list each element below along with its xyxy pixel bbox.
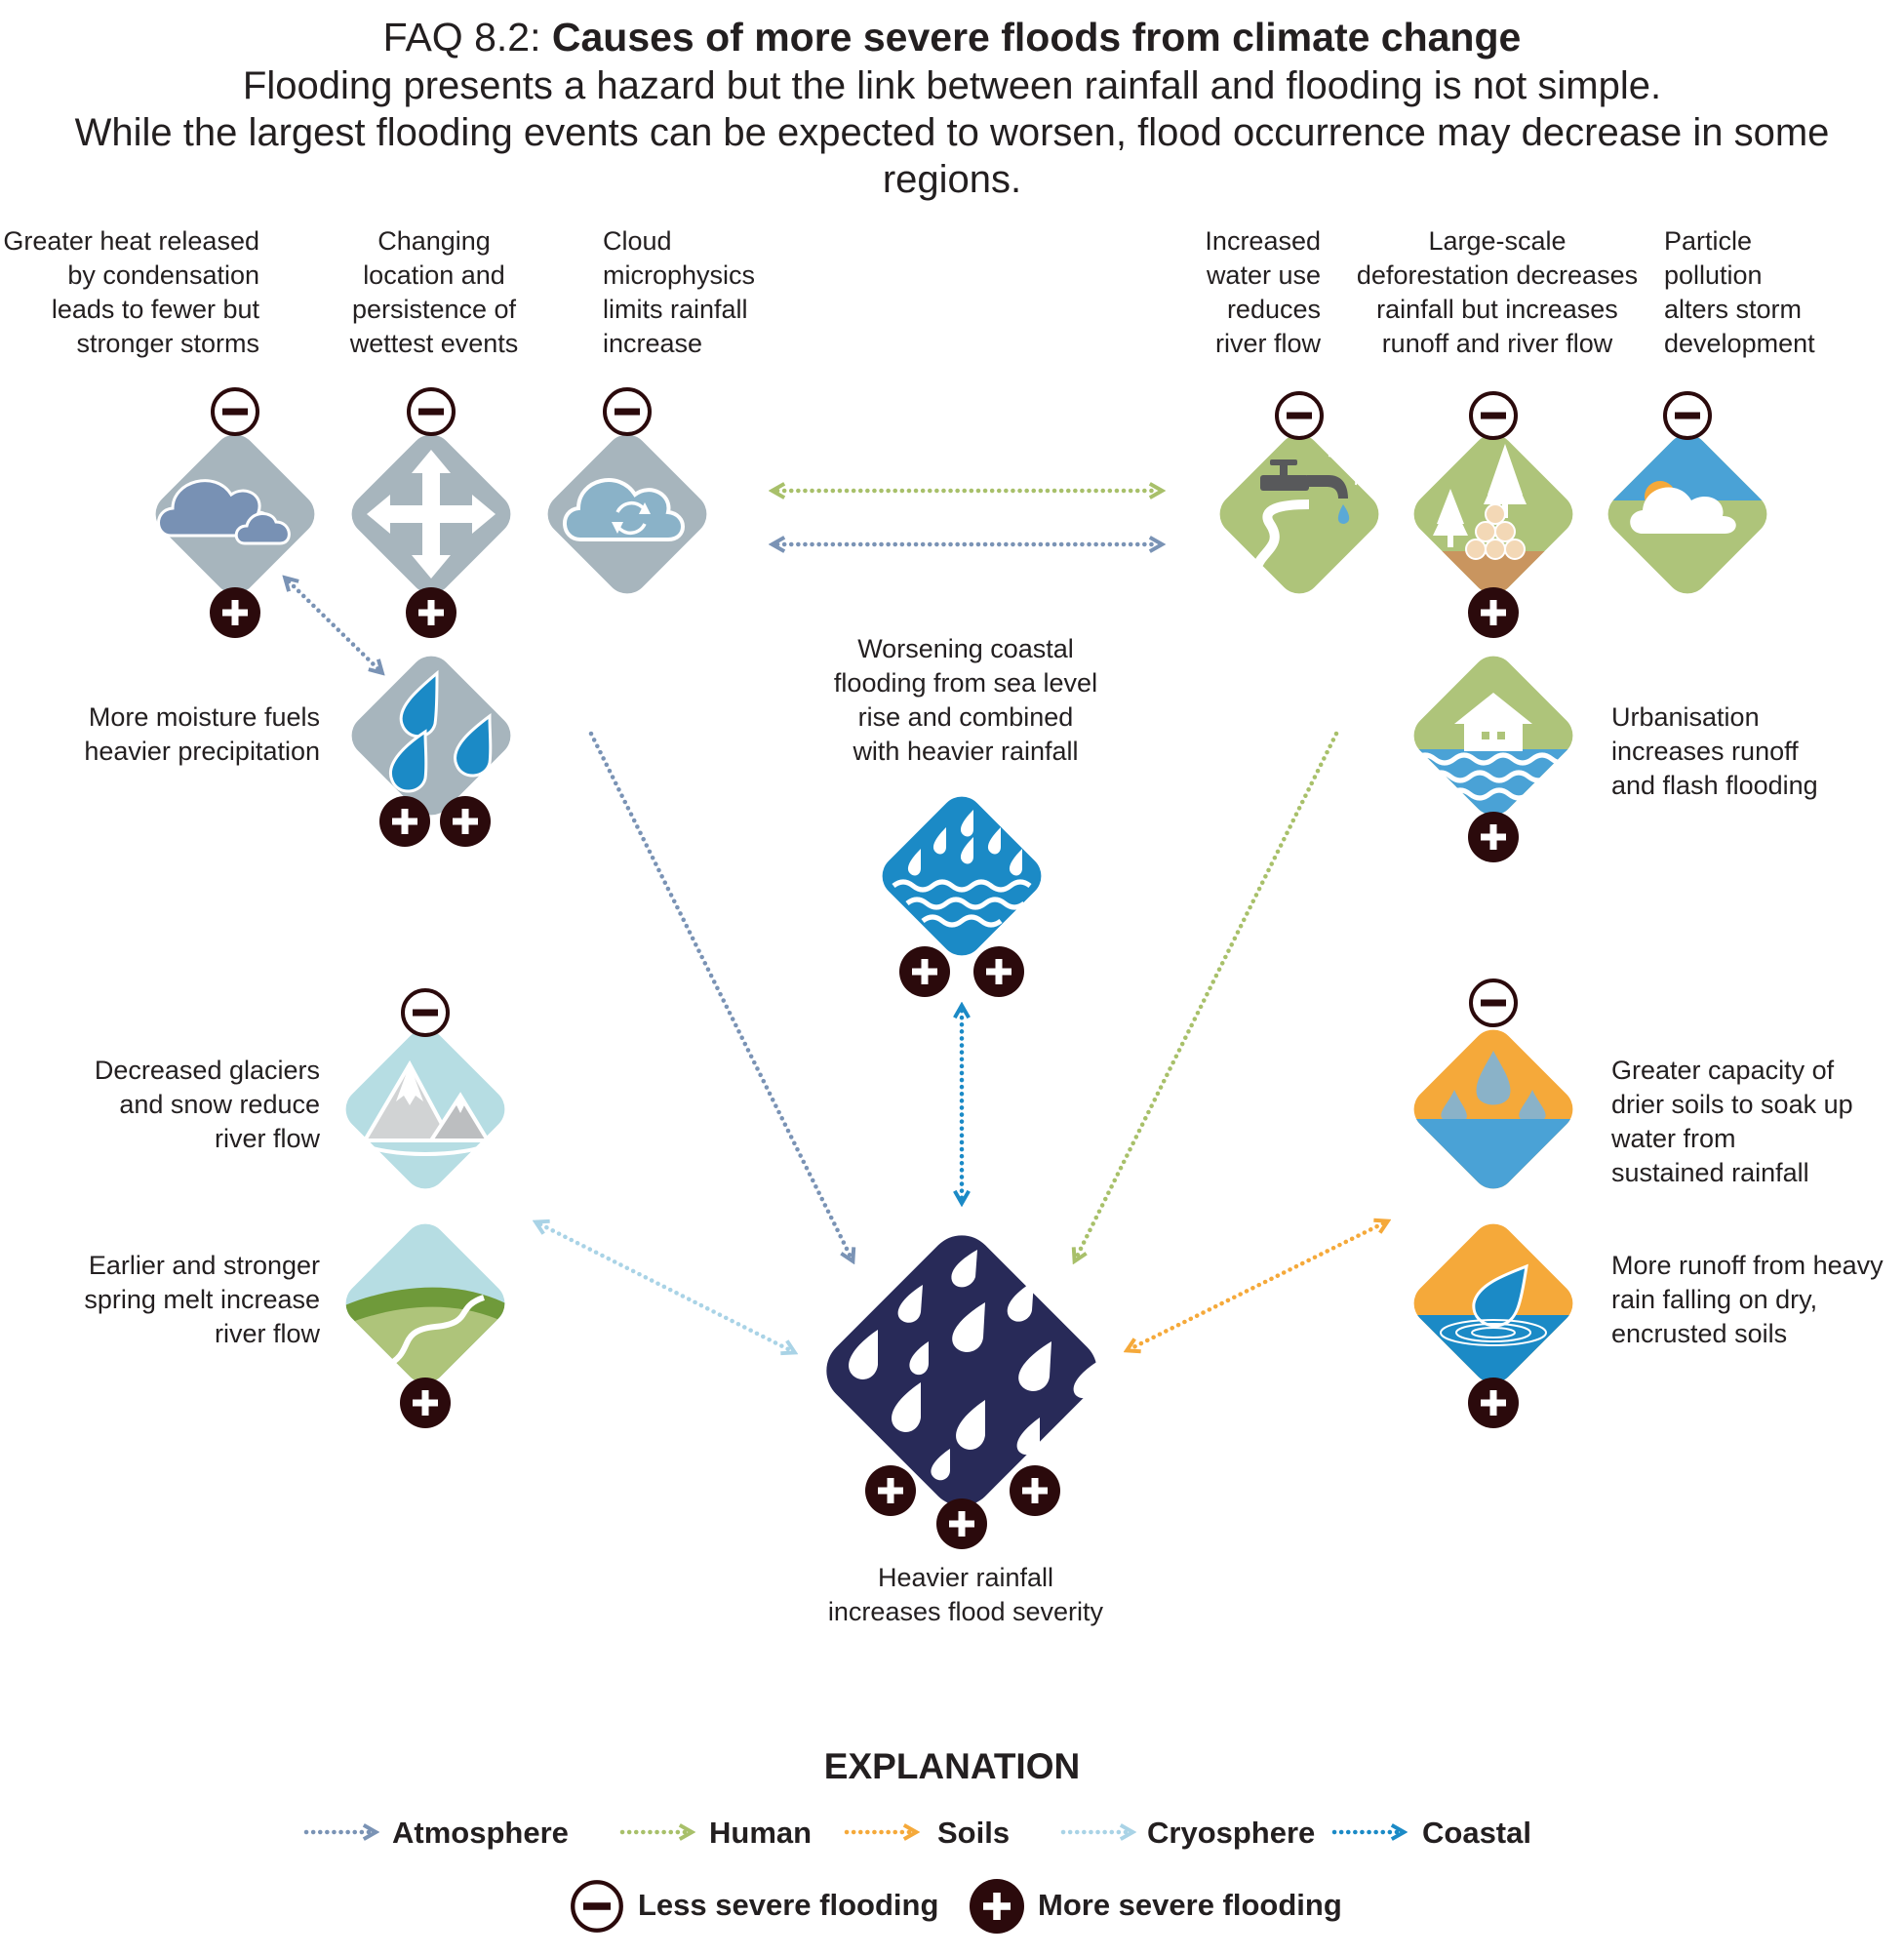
- label-particle-pollution: Particle pollution alters storm developm…: [1664, 226, 1815, 358]
- plus-icon: [973, 946, 1024, 997]
- tile-changing-location: [351, 434, 511, 594]
- house-waves-icon: [1413, 693, 1573, 801]
- label-deforestation: Large-scale deforestation decreases rain…: [1356, 226, 1639, 358]
- tile-particle-pollution: [1599, 425, 1776, 603]
- arrow-human-center: [1077, 731, 1339, 1257]
- faq-prefix: FAQ 8.2:: [382, 15, 541, 60]
- arrows-icon: [367, 450, 496, 579]
- arrow-soils-center: [1131, 1223, 1383, 1348]
- tile-spring-melt: [337, 1215, 514, 1392]
- label-water-use: Increased water use reduces river flow: [1205, 226, 1321, 358]
- legend-human-label: Human: [709, 1816, 813, 1850]
- hill-river-icon: [384, 1295, 486, 1369]
- legend-more-severe-label: More severe flooding: [1038, 1888, 1342, 1922]
- drop-splash-icon: [1440, 1263, 1547, 1346]
- legend-title: EXPLANATION: [823, 1746, 1081, 1786]
- plus-icon: [379, 796, 430, 847]
- label-dry-soils: Greater capacity of drier soils to soak …: [1611, 1056, 1853, 1187]
- heavy-rain-icon: [849, 1250, 1098, 1481]
- label-coastal: Worsening coastal flooding from sea leve…: [833, 634, 1098, 766]
- cloud-cycle-icon: [563, 478, 685, 541]
- plus-icon: [1468, 812, 1519, 862]
- plus-icon: [1468, 587, 1519, 638]
- label-cloud-microphysics: Cloud microphysics limits rainfall incre…: [603, 226, 756, 358]
- legend-atmosphere-label: Atmosphere: [392, 1816, 569, 1850]
- label-runoff: More runoff from heavy rain falling on d…: [1611, 1251, 1884, 1348]
- legend-plus-icon: [970, 1879, 1024, 1934]
- legend-less-severe-label: Less severe flooding: [638, 1888, 939, 1922]
- tile-cloud-microphysics: [547, 434, 707, 594]
- minus-icon: [211, 387, 259, 436]
- minus-icon: [1275, 391, 1324, 440]
- tile-heavier-rainfall: [826, 1235, 1098, 1506]
- plus-icon: [440, 796, 491, 847]
- connector-arrows: [289, 491, 1383, 1350]
- minus-icon: [401, 988, 450, 1037]
- label-spring-melt: Earlier and stronger spring melt increas…: [84, 1251, 320, 1348]
- plus-icon: [1468, 1378, 1519, 1428]
- label-changing-location: Changing location and persistence of wet…: [349, 226, 519, 358]
- legend-cryosphere-label: Cryosphere: [1147, 1816, 1316, 1850]
- label-heat-condensation: Greater heat released by condensation le…: [3, 226, 259, 358]
- plus-icon: [936, 1498, 987, 1549]
- legend-soils-label: Soils: [937, 1816, 1011, 1850]
- label-heavier-rainfall: Heavier rainfall increases flood severit…: [827, 1563, 1104, 1626]
- minus-icon: [1663, 391, 1712, 440]
- minus-icon: [1469, 978, 1518, 1027]
- plus-icon: [899, 946, 950, 997]
- raindrops-icon: [388, 669, 493, 793]
- legend-coastal-label: Coastal: [1422, 1816, 1531, 1850]
- arrow-cryosphere-center: [540, 1224, 790, 1350]
- tile-heat-condensation: [155, 434, 315, 594]
- cloud-icon: [157, 479, 291, 545]
- minus-icon: [1469, 391, 1518, 440]
- arrow-atmosphere-center: [588, 731, 851, 1257]
- legend-minus-icon: [573, 1882, 621, 1931]
- plus-icon: [210, 587, 260, 638]
- sun-cloud-icon: [1630, 481, 1736, 534]
- tile-glaciers: [345, 1029, 505, 1189]
- tile-water-use: [1219, 434, 1379, 595]
- plus-icon: [406, 587, 456, 638]
- plus-icon: [400, 1378, 451, 1428]
- arrow-atmosphere-moisture: [289, 581, 378, 669]
- soil-drops-icon: [1441, 1051, 1546, 1119]
- label-moisture: More moisture fuels heavier precipitatio…: [84, 702, 320, 766]
- minus-icon: [603, 387, 652, 436]
- tile-dry-soils: [1405, 1020, 1582, 1198]
- mountains-icon: [356, 1059, 495, 1156]
- tile-coastal: [882, 796, 1042, 956]
- minus-icon: [407, 387, 456, 436]
- plus-icon: [1010, 1465, 1060, 1516]
- label-glaciers: Decreased glaciers and snow reduce river…: [94, 1056, 320, 1153]
- faq-title: Causes of more severe floods from climat…: [551, 15, 1522, 60]
- tile-moisture: [351, 656, 511, 816]
- tap-icon: [1250, 455, 1358, 595]
- subtitle-line-1: Flooding presents a hazard but the link …: [242, 64, 1662, 107]
- label-urbanisation: Urbanisation increases runoff and flash …: [1611, 702, 1818, 800]
- plus-icon: [865, 1465, 916, 1516]
- figure-title: FAQ 8.2: Causes of more severe floods fr…: [0, 14, 1904, 60]
- rain-waves-icon: [892, 810, 1032, 928]
- logs-trees-icon: [1433, 444, 1527, 560]
- subtitle-line-2: While the largest flooding events can be…: [74, 111, 1830, 201]
